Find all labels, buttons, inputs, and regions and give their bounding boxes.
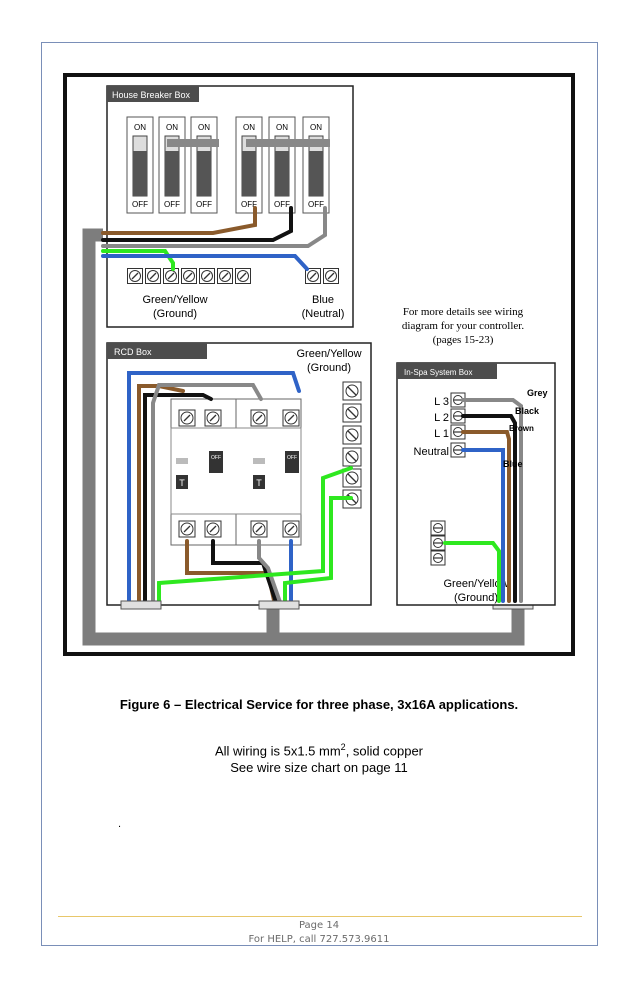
label-l1: L 1 — [434, 428, 449, 440]
label-l2: L 2 — [434, 412, 449, 424]
house-box-wires — [101, 206, 327, 271]
wire-label-brown: Brown — [509, 424, 534, 433]
rcd-wires — [127, 371, 353, 607]
rcd-switch-1 — [209, 451, 223, 473]
rcd-switch-2 — [285, 451, 299, 473]
wiring-diagram: House Breaker Box ONOFFONOFFONOFFONOFFON… — [63, 73, 575, 656]
rcd-ground-label-sub: (Ground) — [307, 362, 351, 374]
footer-help-line: For HELP, call 727.573.9611 — [248, 934, 390, 945]
svg-text:OFF: OFF — [132, 200, 148, 209]
breaker-5: ON OFF — [268, 116, 296, 214]
house-box-title: House Breaker Box — [112, 90, 191, 100]
svg-text:OFF: OFF — [211, 455, 221, 461]
breaker-4: ON OFF — [235, 116, 263, 214]
rcd-test-button-2 — [253, 475, 265, 489]
ground-label-sub: (Ground) — [153, 308, 197, 320]
breaker-3: ON OFF — [190, 116, 218, 214]
neutral-label-sub: (Neutral) — [302, 308, 345, 320]
stray-mark: . — [118, 818, 122, 830]
rcd-test-button-1 — [176, 475, 188, 489]
label-neutral: Neutral — [414, 446, 449, 458]
svg-text:OFF: OFF — [274, 200, 290, 209]
wire-label-black: Black — [515, 406, 540, 416]
spa-ground-label: Green/Yellow — [443, 578, 508, 590]
note-line-3: (pages 15-23) — [433, 334, 494, 346]
inspa-system-box: In-Spa System Box L 3 L 2 L 1 Neutral Gr… — [396, 362, 556, 606]
inspa-box-title: In-Spa System Box — [404, 368, 472, 377]
wiring-note: All wiring is 5x1.5 mm2, solid copper — [214, 742, 424, 759]
svg-text:ON: ON — [276, 123, 288, 132]
wire-label-blue: Blue — [503, 459, 523, 469]
svg-text:OFF: OFF — [164, 200, 180, 209]
neutral-label: Blue — [312, 294, 334, 306]
inspa-wires — [443, 398, 523, 603]
svg-text:ON: ON — [198, 123, 210, 132]
svg-text:T: T — [179, 478, 185, 488]
spa-ground-label-sub: (Ground) — [454, 592, 498, 604]
note-line-1: For more details see wiring — [403, 306, 524, 318]
conduit — [82, 228, 525, 646]
note-line-2: diagram for your controller. — [402, 320, 524, 332]
neutral-terminal-strip — [305, 268, 339, 284]
svg-text:ON: ON — [243, 123, 255, 132]
svg-text:OFF: OFF — [287, 455, 297, 461]
breaker-row: ON OFF ON OFF ON OFF ON OFF ON OFF ON OFF — [126, 116, 330, 214]
svg-text:OFF: OFF — [241, 200, 257, 209]
figure-title: Figure 6 – Electrical Service for three … — [119, 697, 519, 712]
page-border — [41, 42, 598, 946]
ground-label: Green/Yellow — [142, 294, 207, 306]
rcd-ground-terminal-strip — [342, 381, 362, 509]
inspa-ground-terminal — [430, 520, 446, 566]
label-l3: L 3 — [434, 396, 449, 408]
svg-text:OFF: OFF — [196, 200, 212, 209]
rcd-box-title: RCD Box — [114, 347, 152, 357]
svg-text:ON: ON — [134, 123, 146, 132]
breaker-2: ON OFF — [158, 116, 186, 214]
svg-text:ON: ON — [310, 123, 322, 132]
footer-page-number: Page 14 — [298, 920, 340, 931]
svg-text:OFF: OFF — [308, 200, 324, 209]
house-breaker-box: House Breaker Box ONOFFONOFFONOFFONOFFON… — [106, 85, 354, 328]
svg-text:ON: ON — [166, 123, 178, 132]
wire-size-note: See wire size chart on page 11 — [230, 760, 408, 775]
svg-text:T: T — [256, 478, 262, 488]
rcd-ground-label: Green/Yellow — [296, 348, 361, 360]
breaker-6: ON OFF — [302, 116, 330, 214]
breaker-1: ON OFF — [126, 116, 154, 214]
footer-rule — [58, 916, 582, 917]
inspa-terminal-block — [450, 392, 466, 458]
ground-terminal-strip — [127, 268, 251, 284]
wire-label-grey: Grey — [527, 388, 548, 398]
